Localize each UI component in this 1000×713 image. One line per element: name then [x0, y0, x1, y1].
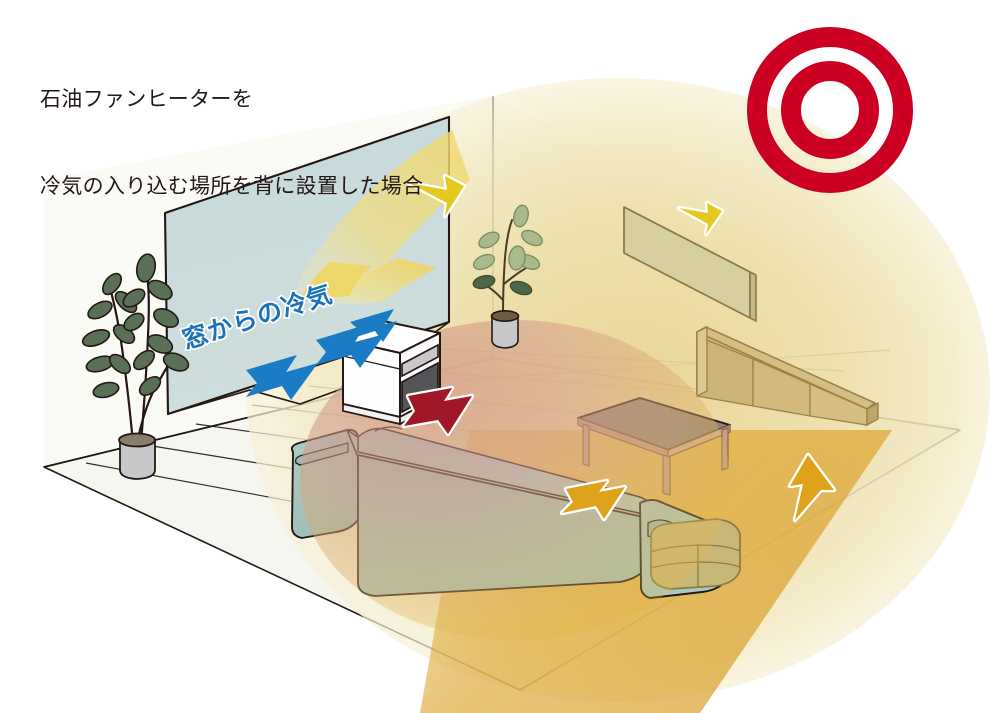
wall-mounted-tv[interactable] [623, 206, 757, 323]
warm-circulation-arrows [406, 173, 837, 523]
status-badge [747, 27, 913, 193]
left-wall-top [43, 95, 494, 181]
heater-outlet-arrow [401, 385, 475, 437]
page-title-line2: 冷気の入り込む場所を背に設置した場合 [40, 174, 424, 198]
warm-arrow-sofa [559, 478, 628, 522]
cold-air-arrow-1 [246, 355, 318, 400]
warm-arrow-floor [787, 452, 837, 523]
heat-plume [297, 130, 470, 306]
warm-arrow-tv [676, 200, 725, 237]
warm-arrow-window [406, 173, 467, 219]
cold-air-arrows [246, 309, 397, 400]
cold-air-arrow-2 [316, 325, 385, 368]
page-title-line1: 石油ファンヒーターを [40, 87, 253, 111]
cold-air-arrow-3 [350, 309, 397, 342]
potted-plant-tall [81, 253, 190, 480]
potted-plant-small [472, 204, 543, 349]
sideboard-cabinet[interactable] [696, 325, 879, 427]
page-title: 石油ファンヒーターを 冷気の入り込む場所を背に設置した場合 [40, 28, 423, 260]
